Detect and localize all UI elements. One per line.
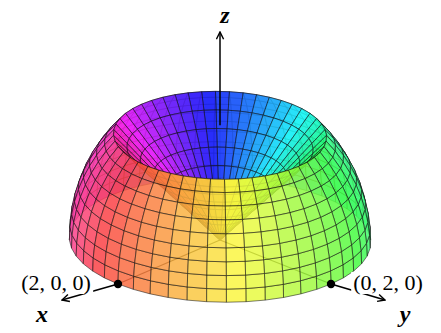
surface-patch — [178, 189, 195, 204]
surface-patch — [188, 246, 207, 261]
surface-patch — [226, 219, 244, 233]
surface-patch — [217, 147, 226, 166]
surface-patch — [190, 218, 208, 233]
point-dot — [327, 280, 335, 288]
surface-patch — [264, 257, 283, 273]
surface-patch — [255, 189, 272, 204]
surface-patch — [216, 110, 228, 129]
surface-patch — [208, 219, 226, 233]
surface-patch — [193, 191, 210, 206]
surface-patch — [207, 247, 226, 261]
point-label: (0, 2, 0) — [351, 272, 425, 294]
surface-patch — [141, 209, 159, 227]
surface-patch — [226, 261, 245, 275]
surface-patch — [257, 202, 275, 218]
surface-patch — [207, 289, 227, 303]
surface-patch — [246, 287, 265, 302]
surface-patch — [262, 243, 281, 259]
surface-patch — [216, 91, 230, 110]
point-label: (2, 0, 0) — [19, 272, 93, 294]
surface-patch — [226, 289, 246, 303]
axis-label: x — [34, 302, 50, 326]
axis-arrow — [219, 32, 221, 125]
surface-patch — [217, 129, 227, 148]
surface-patch — [252, 176, 269, 191]
surface-patch — [226, 275, 246, 289]
axes — [62, 32, 385, 300]
surface-patch — [207, 261, 226, 275]
surface-patch — [238, 178, 254, 192]
surface-patch — [259, 216, 277, 232]
surface-patch — [241, 204, 259, 219]
surface-patch — [208, 206, 225, 220]
surface-patch — [275, 213, 293, 230]
surface-patch — [170, 243, 189, 259]
surface-patch — [210, 179, 225, 193]
axis-label: y — [398, 302, 413, 326]
point-dot — [114, 280, 122, 288]
surface-patch — [171, 230, 190, 246]
surface-patch — [244, 246, 263, 261]
axis-label: z — [218, 3, 231, 27]
surface-patch — [226, 247, 245, 261]
surface-patch — [169, 257, 188, 273]
axes — [118, 129, 331, 284]
surface-patch — [261, 230, 280, 246]
surface-patch — [175, 202, 193, 218]
surface-patch — [154, 226, 173, 243]
surface-patch — [180, 176, 196, 191]
surface-patch — [209, 192, 225, 206]
surface-patch — [189, 232, 208, 247]
surface-patch — [188, 260, 207, 275]
surface-patch — [173, 216, 191, 232]
surface-patch — [207, 275, 227, 289]
surface-patch — [225, 192, 241, 206]
surface-patch — [225, 179, 240, 193]
surface-patch — [245, 260, 264, 275]
surface-patch — [225, 206, 242, 220]
surface-patch — [207, 233, 226, 247]
surface-patch — [226, 233, 245, 247]
surface-patch — [195, 178, 211, 192]
surface-patch — [187, 273, 207, 288]
surface-patch — [242, 218, 260, 233]
surface-patch — [244, 232, 263, 247]
surface-patch — [240, 191, 257, 206]
surface-patch — [246, 273, 265, 288]
surface-patch — [187, 287, 207, 302]
surface-patch — [192, 204, 210, 219]
